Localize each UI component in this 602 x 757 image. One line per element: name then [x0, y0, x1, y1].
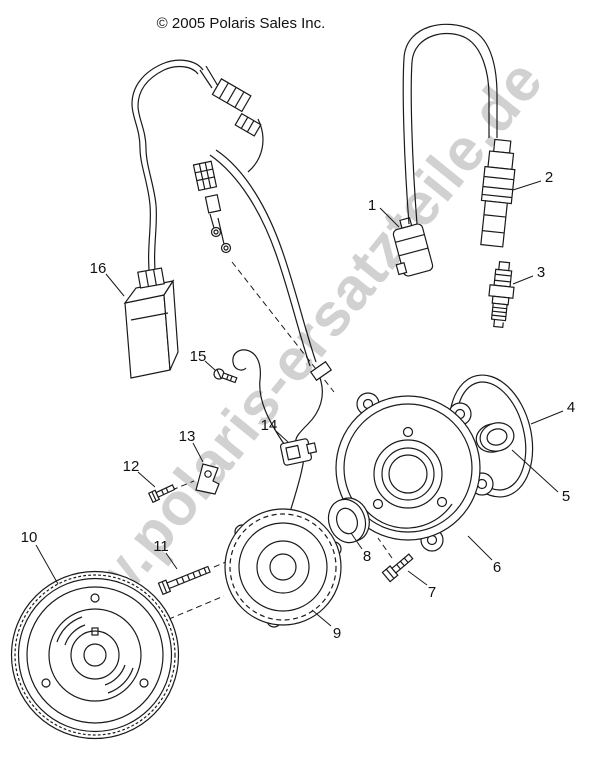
callout-12: 12 [123, 458, 156, 488]
bracket-bolt [147, 484, 176, 504]
callout-4: 4 [530, 399, 575, 425]
flywheel-bolt [157, 565, 211, 596]
callout-13: 13 [179, 428, 204, 463]
callout-label-5: 5 [562, 488, 570, 505]
callout-11: 11 [153, 538, 178, 570]
callout-6: 6 [467, 535, 501, 576]
callout-label-4: 4 [567, 399, 575, 416]
callout-1: 1 [368, 197, 400, 228]
oil-seal [327, 497, 370, 544]
pickup-bolt [213, 368, 238, 384]
callout-label-7: 7 [428, 584, 436, 601]
ignition-coil [392, 217, 434, 277]
bearing-seal [475, 422, 515, 453]
copyright-text: © 2005 Polaris Sales Inc. [157, 15, 326, 32]
flywheel [10, 570, 180, 740]
spark-plug-cap [480, 138, 516, 248]
callout-label-11: 11 [153, 538, 169, 555]
cover-bolt [381, 553, 414, 583]
callout-2: 2 [512, 169, 553, 191]
callout-15: 15 [190, 348, 216, 371]
callout-label-6: 6 [493, 559, 501, 576]
callout-label-1: 1 [368, 197, 376, 214]
callout-label-9: 9 [333, 625, 341, 642]
bracket [195, 463, 220, 495]
callout-label-10: 10 [21, 529, 38, 546]
spark-plug-wire [402, 23, 498, 225]
callout-7: 7 [407, 570, 436, 601]
callout-label-12: 12 [123, 458, 140, 475]
callout-10: 10 [21, 529, 59, 585]
callout-label-14: 14 [261, 417, 278, 434]
cdi-box [123, 267, 179, 379]
callout-label-16: 16 [90, 260, 107, 277]
callouts: 1 2 3 4 5 6 7 8 [21, 169, 576, 642]
pickup-coil [279, 438, 318, 466]
callout-label-3: 3 [537, 264, 545, 281]
callout-14: 14 [261, 417, 289, 443]
wiring-harness [131, 59, 333, 513]
callout-3: 3 [512, 264, 545, 285]
callout-8: 8 [350, 532, 371, 565]
spark-plug [488, 261, 515, 329]
callout-label-13: 13 [179, 428, 196, 445]
callout-label-2: 2 [545, 169, 553, 186]
stator [224, 508, 342, 628]
callout-label-8: 8 [363, 548, 371, 565]
callout-16: 16 [90, 260, 125, 297]
callout-9: 9 [311, 609, 341, 642]
callout-label-15: 15 [190, 348, 207, 365]
callout-5: 5 [511, 449, 570, 505]
stator-cover [335, 392, 494, 552]
